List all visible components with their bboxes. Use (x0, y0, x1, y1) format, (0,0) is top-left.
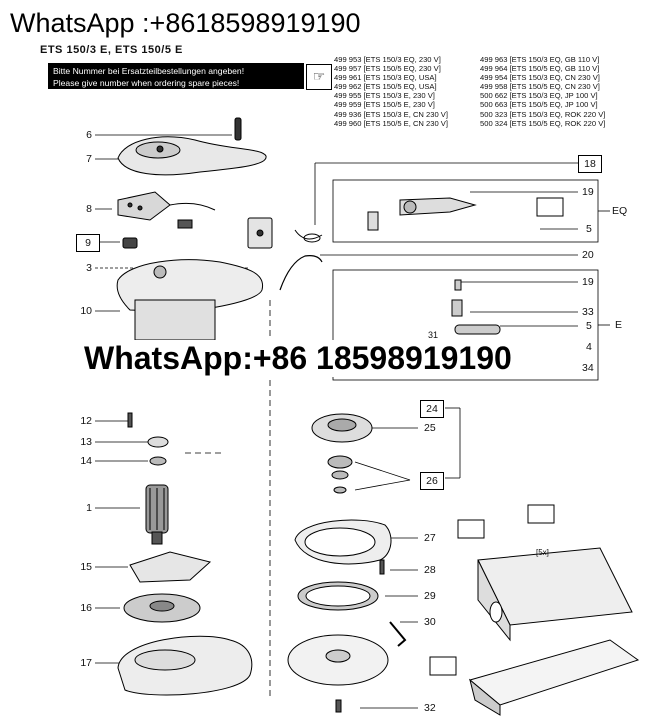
part-19-plug-eq (367, 197, 477, 231)
model-entry: 499 961 [ETS 150/3 EQ, USA] (334, 73, 437, 83)
model-entry: 499 957 [ETS 150/5 EQ, 230 V] (334, 64, 441, 74)
group-label-eq: EQ (612, 205, 628, 217)
leader-line (354, 461, 411, 481)
model-entry: 499 960 [ETS 150/5 E, CN 230 V] (334, 118, 448, 128)
part-10-motor-housing (116, 259, 264, 341)
part-3-block (247, 217, 273, 249)
part-27-shroud (294, 519, 392, 565)
diagram-title: ETS 150/3 E, ETS 150/5 E (40, 44, 183, 56)
part-label-25: 25 (424, 422, 436, 434)
model-entry: 500 324 [ETS 150/5 EQ, ROK 220 V] (480, 118, 606, 128)
part-9-switch (122, 237, 138, 249)
part-label-17: 17 (80, 657, 92, 669)
part-label-9: 9 (76, 234, 100, 252)
box-count-label: [5x] (536, 548, 549, 557)
abrasive-box (477, 547, 633, 642)
part-29-ring (297, 581, 379, 611)
part-label-30: 30 (424, 616, 436, 628)
part-label-12: 12 (80, 415, 92, 427)
part-6-screw (234, 117, 242, 141)
part-8-electronics (117, 191, 216, 229)
part-label-6: 6 (86, 129, 92, 141)
part-label-1: 1 (86, 502, 92, 514)
part-label-18: 18 (578, 155, 602, 173)
model-entry: 499 955 [ETS 150/3 E, 230 V] (334, 91, 435, 101)
part-label-13: 13 (80, 436, 92, 448)
part-32-screw (335, 699, 342, 713)
model-entry: 500 662 [ETS 150/3 EQ, JP 100 V] (480, 91, 598, 101)
part-label-29: 29 (424, 590, 436, 602)
leader-line (354, 479, 411, 491)
part-7-upper-housing (117, 136, 267, 176)
model-entry: 499 953 [ETS 150/3 EQ, 230 V] (334, 55, 441, 64)
model-entry: 499 936 [ETS 150/3 E, CN 230 V] (334, 109, 448, 119)
part-label-5: 5 (586, 223, 592, 235)
part-label-10: 10 (80, 305, 92, 317)
model-entry: 500 663 [ETS 150/5 EQ, JP 100 V] (480, 100, 598, 110)
part-label-32: 32 (424, 702, 436, 714)
notice-line-en: Please give number when ordering spare p… (53, 78, 240, 88)
part-label-20: 20 (582, 249, 594, 261)
part-25-bearing-housing (311, 413, 373, 443)
part-label-19: 19 (582, 276, 594, 288)
notice-line-de: Bitte Nummer bei Ersatzteilbestellungen … (53, 66, 245, 76)
part-26-bearings (327, 455, 353, 494)
part-label-15: 15 (80, 561, 92, 573)
part-28-screw (379, 559, 385, 575)
part-label-7: 7 (86, 153, 92, 165)
part-16-fan (123, 593, 201, 623)
whatsapp-watermark-center: WhatsApp:+86 18598919190 (80, 340, 516, 377)
part-label-24: 24 (420, 400, 444, 418)
part-15-plate (129, 551, 212, 583)
part-label-28: 28 (424, 564, 436, 576)
part-label-14: 14 (80, 455, 92, 467)
part-pad (287, 634, 389, 686)
part-14-ring (149, 456, 167, 466)
part-label-8: 8 (86, 203, 92, 215)
model-entry: 499 962 [ETS 150/5 EQ, USA] (334, 82, 437, 92)
pointing-hand-icon: ☞ (306, 64, 332, 90)
part-20-clip (279, 255, 323, 291)
part-label-33: 33 (582, 306, 594, 318)
part-18-cable (294, 229, 323, 243)
part-label-31: 31 (428, 330, 439, 340)
part-label-27: 27 (424, 532, 436, 544)
model-entry: 499 959 [ETS 150/5 E, 230 V] (334, 100, 435, 110)
model-entry: 500 323 [ETS 150/3 EQ, ROK 220 V] (480, 109, 606, 119)
part-label-16: 16 (80, 602, 92, 614)
group-label-e: E (615, 319, 623, 331)
whatsapp-watermark-top: WhatsApp :+8618598919190 (6, 8, 365, 39)
model-entry: 499 954 [ETS 150/3 EQ, CN 230 V] (480, 73, 600, 83)
part-label-34: 34 (582, 362, 594, 374)
spare-parts-notice: Bitte Nummer bei Ersatzteilbestellungen … (48, 63, 304, 89)
part-label-4: 4 (586, 341, 592, 353)
model-entry: 499 964 [ETS 150/5 EQ, GB 110 V] (480, 64, 600, 74)
part-label-19: 19 (582, 186, 594, 198)
model-list-right: 499 963 [ETS 150/3 EQ, GB 110 V] 499 964… (480, 55, 605, 128)
model-list-left: 499 953 [ETS 150/3 EQ, 230 V] 499 957 [E… (334, 55, 448, 128)
part-1-armature (145, 484, 169, 545)
part-13-bearing (147, 436, 169, 448)
part-19-e-parts (451, 279, 501, 335)
part-label-5: 5 (586, 320, 592, 332)
model-entry: 499 963 [ETS 150/3 EQ, GB 110 V] (480, 55, 600, 64)
part-12-screw (127, 412, 133, 428)
part-label-26: 26 (420, 472, 444, 490)
part-30-key (389, 621, 407, 647)
sanding-tray (468, 639, 640, 716)
model-entry: 499 958 [ETS 150/5 EQ, CN 230 V] (480, 82, 600, 92)
catalog-book-icon (429, 197, 564, 676)
part-17-base (117, 635, 253, 696)
part-label-3: 3 (86, 262, 92, 274)
